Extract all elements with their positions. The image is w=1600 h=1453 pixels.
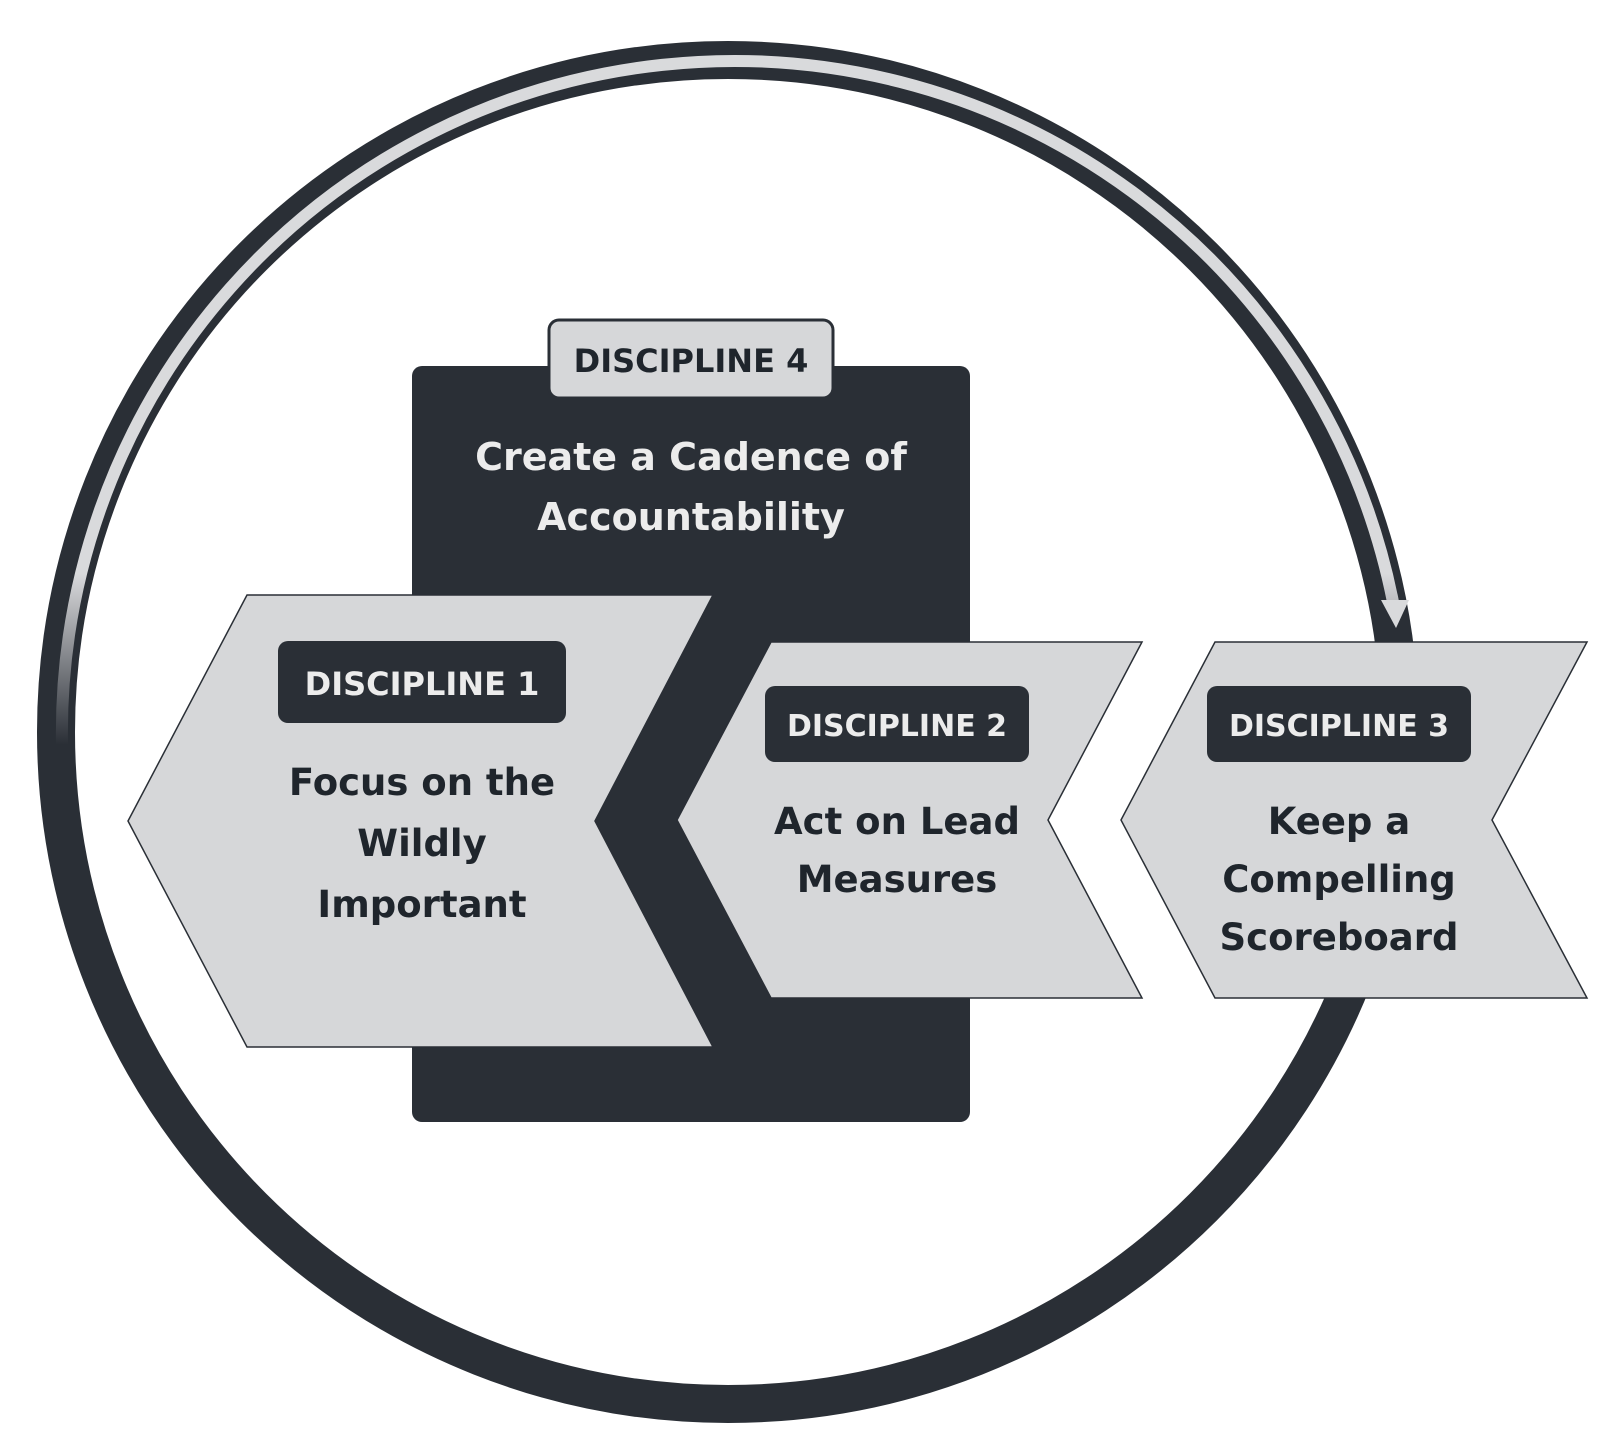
discipline-1-title-line-2: Wildly: [357, 822, 486, 865]
discipline-4-title-line-1: Create a Cadence of: [475, 435, 907, 479]
discipline-3-title-line-1: Keep a: [1268, 800, 1411, 843]
discipline-3-title-line-2: Compelling: [1222, 858, 1456, 901]
discipline-1-chevron: [127, 594, 715, 1048]
cycle-arrow-head: [1381, 600, 1409, 628]
discipline-1-title-line-3: Important: [317, 883, 526, 926]
discipline-3-badge: [1207, 686, 1471, 762]
discipline-2-title-line-2: Measures: [797, 858, 998, 901]
discipline-3-title-line-3: Scoreboard: [1220, 916, 1459, 959]
cycle-arrow-track: [55, 55, 1399, 751]
discipline-1-title-line-1: Focus on the: [289, 761, 555, 804]
discipline-1-badge-label: DISCIPLINE 1: [305, 665, 540, 703]
discipline-4-badge-label: DISCIPLINE 4: [574, 342, 809, 380]
discipline-4-badge: [547, 318, 835, 400]
discipline-3-badge-label: DISCIPLINE 3: [1229, 709, 1449, 744]
discipline-2-badge: [765, 686, 1029, 762]
discipline-4-title-line-2: Accountability: [537, 495, 845, 539]
discipline-1-badge: [278, 641, 566, 723]
discipline-2-title-line-1: Act on Lead: [774, 800, 1020, 843]
discipline-2-badge-label: DISCIPLINE 2: [787, 709, 1007, 744]
